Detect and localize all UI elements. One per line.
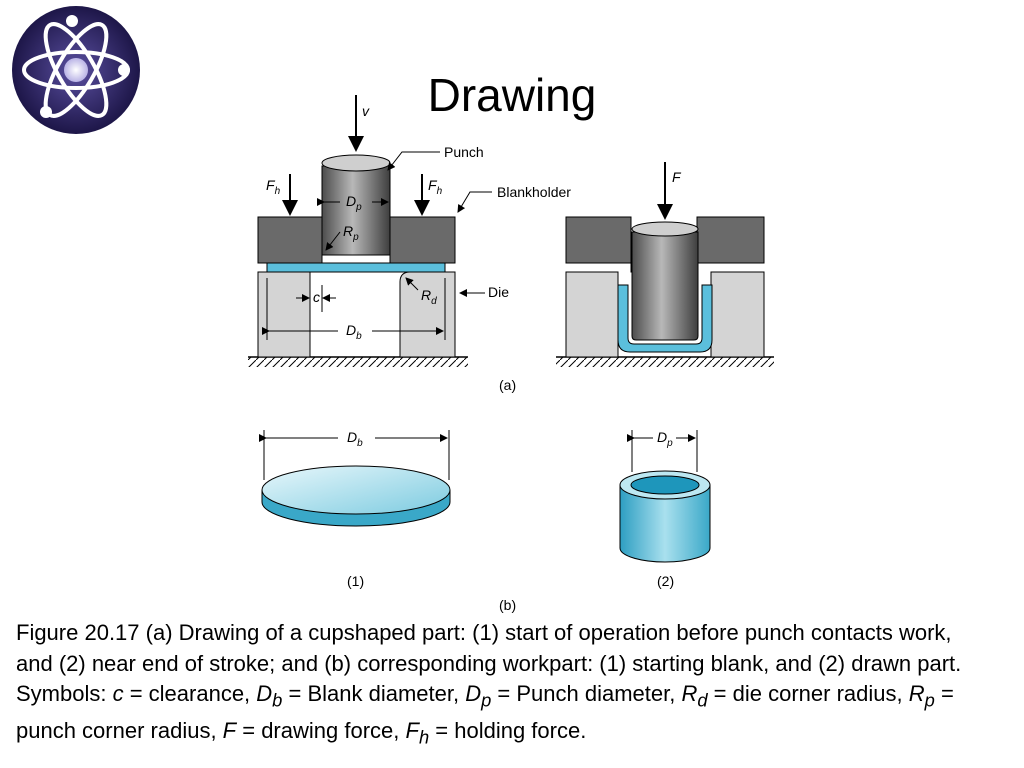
svg-text:Dp: Dp <box>346 193 362 213</box>
svg-text:Rp: Rp <box>343 223 359 243</box>
punch-label: Punch <box>444 144 484 160</box>
blank-sheet <box>266 262 446 273</box>
part-b2-caption: (2) <box>657 573 674 589</box>
part-a-caption: (a) <box>499 377 516 393</box>
die-label: Die <box>488 284 509 300</box>
part-b-caption: (b) <box>499 597 516 613</box>
svg-text:Db: Db <box>347 429 363 449</box>
punch-radius-label: R <box>343 223 353 239</box>
punch-diameter-label-b: D <box>657 429 667 445</box>
figure-caption: Figure 20.17 (a) Drawing of a cupshaped … <box>16 620 962 748</box>
blank-diameter-label: D <box>346 322 356 338</box>
holding-force-label-left: F <box>266 177 276 193</box>
drawing-force-label: F <box>672 169 682 185</box>
atom-logo <box>12 6 140 134</box>
velocity-label: v <box>362 103 370 119</box>
blank-diameter-label-b: D <box>347 429 357 445</box>
starting-blank: Db (1) <box>259 429 451 589</box>
setup-end-of-stroke: F <box>556 162 774 367</box>
svg-text:Db: Db <box>346 322 362 342</box>
svg-text:Dp: Dp <box>657 429 673 449</box>
svg-text:Fh: Fh <box>266 177 281 197</box>
blankholder-label: Blankholder <box>497 184 571 200</box>
drawing-diagram: v Punch Fh Fh Blankholder Dp Rp c Rd Die… <box>248 95 774 613</box>
svg-text:Rd: Rd <box>421 287 437 307</box>
drawn-cup-section <box>617 284 713 353</box>
drawn-part: Dp (2) <box>619 429 711 589</box>
svg-text:Fh: Fh <box>428 177 443 197</box>
slide-title: Drawing <box>427 69 597 121</box>
clearance-label: c <box>313 289 320 305</box>
part-b1-caption: (1) <box>347 573 364 589</box>
blankholder-left <box>257 216 323 264</box>
die-radius-label: R <box>421 287 431 303</box>
die-left <box>257 271 311 358</box>
holding-force-label-right: F <box>428 177 438 193</box>
blankholder-right <box>389 216 456 264</box>
setup-start: v Punch Fh Fh Blankholder Dp Rp c Rd Die… <box>248 95 571 367</box>
punch-diameter-label: D <box>346 193 356 209</box>
die-right <box>399 271 456 358</box>
symbol-clearance: c <box>112 681 124 706</box>
